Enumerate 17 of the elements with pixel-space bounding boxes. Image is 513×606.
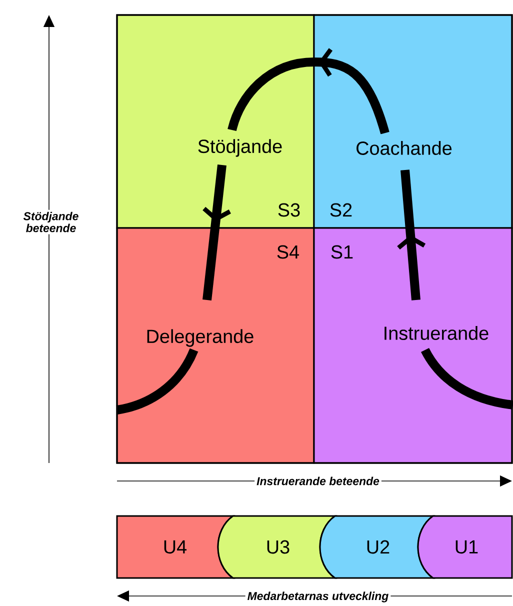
axis-label: Stödjande beteende — [19, 210, 83, 234]
quadrant-label: Coachande — [354, 140, 454, 156]
quadrant-label: S1 — [328, 244, 356, 260]
quadrant — [313, 14, 513, 229]
quadrant-label: Stödjande — [196, 138, 284, 158]
quadrant-label: Instruerande — [381, 324, 491, 342]
quadrant — [116, 14, 315, 229]
quadrant-label: S2 — [328, 202, 354, 218]
quadrant — [116, 227, 315, 464]
quadrant-label: S3 — [276, 202, 302, 218]
quadrant — [313, 227, 513, 464]
axis-label: Instruerande beteende — [254, 474, 382, 488]
bar-segment: U1 — [417, 515, 513, 579]
bar-segment: U4 — [116, 515, 234, 579]
quadrant-label: Delegerande — [144, 328, 256, 348]
quadrant-label: S4 — [274, 244, 302, 260]
axis-label: Medarbetarnas utveckling — [245, 590, 391, 604]
